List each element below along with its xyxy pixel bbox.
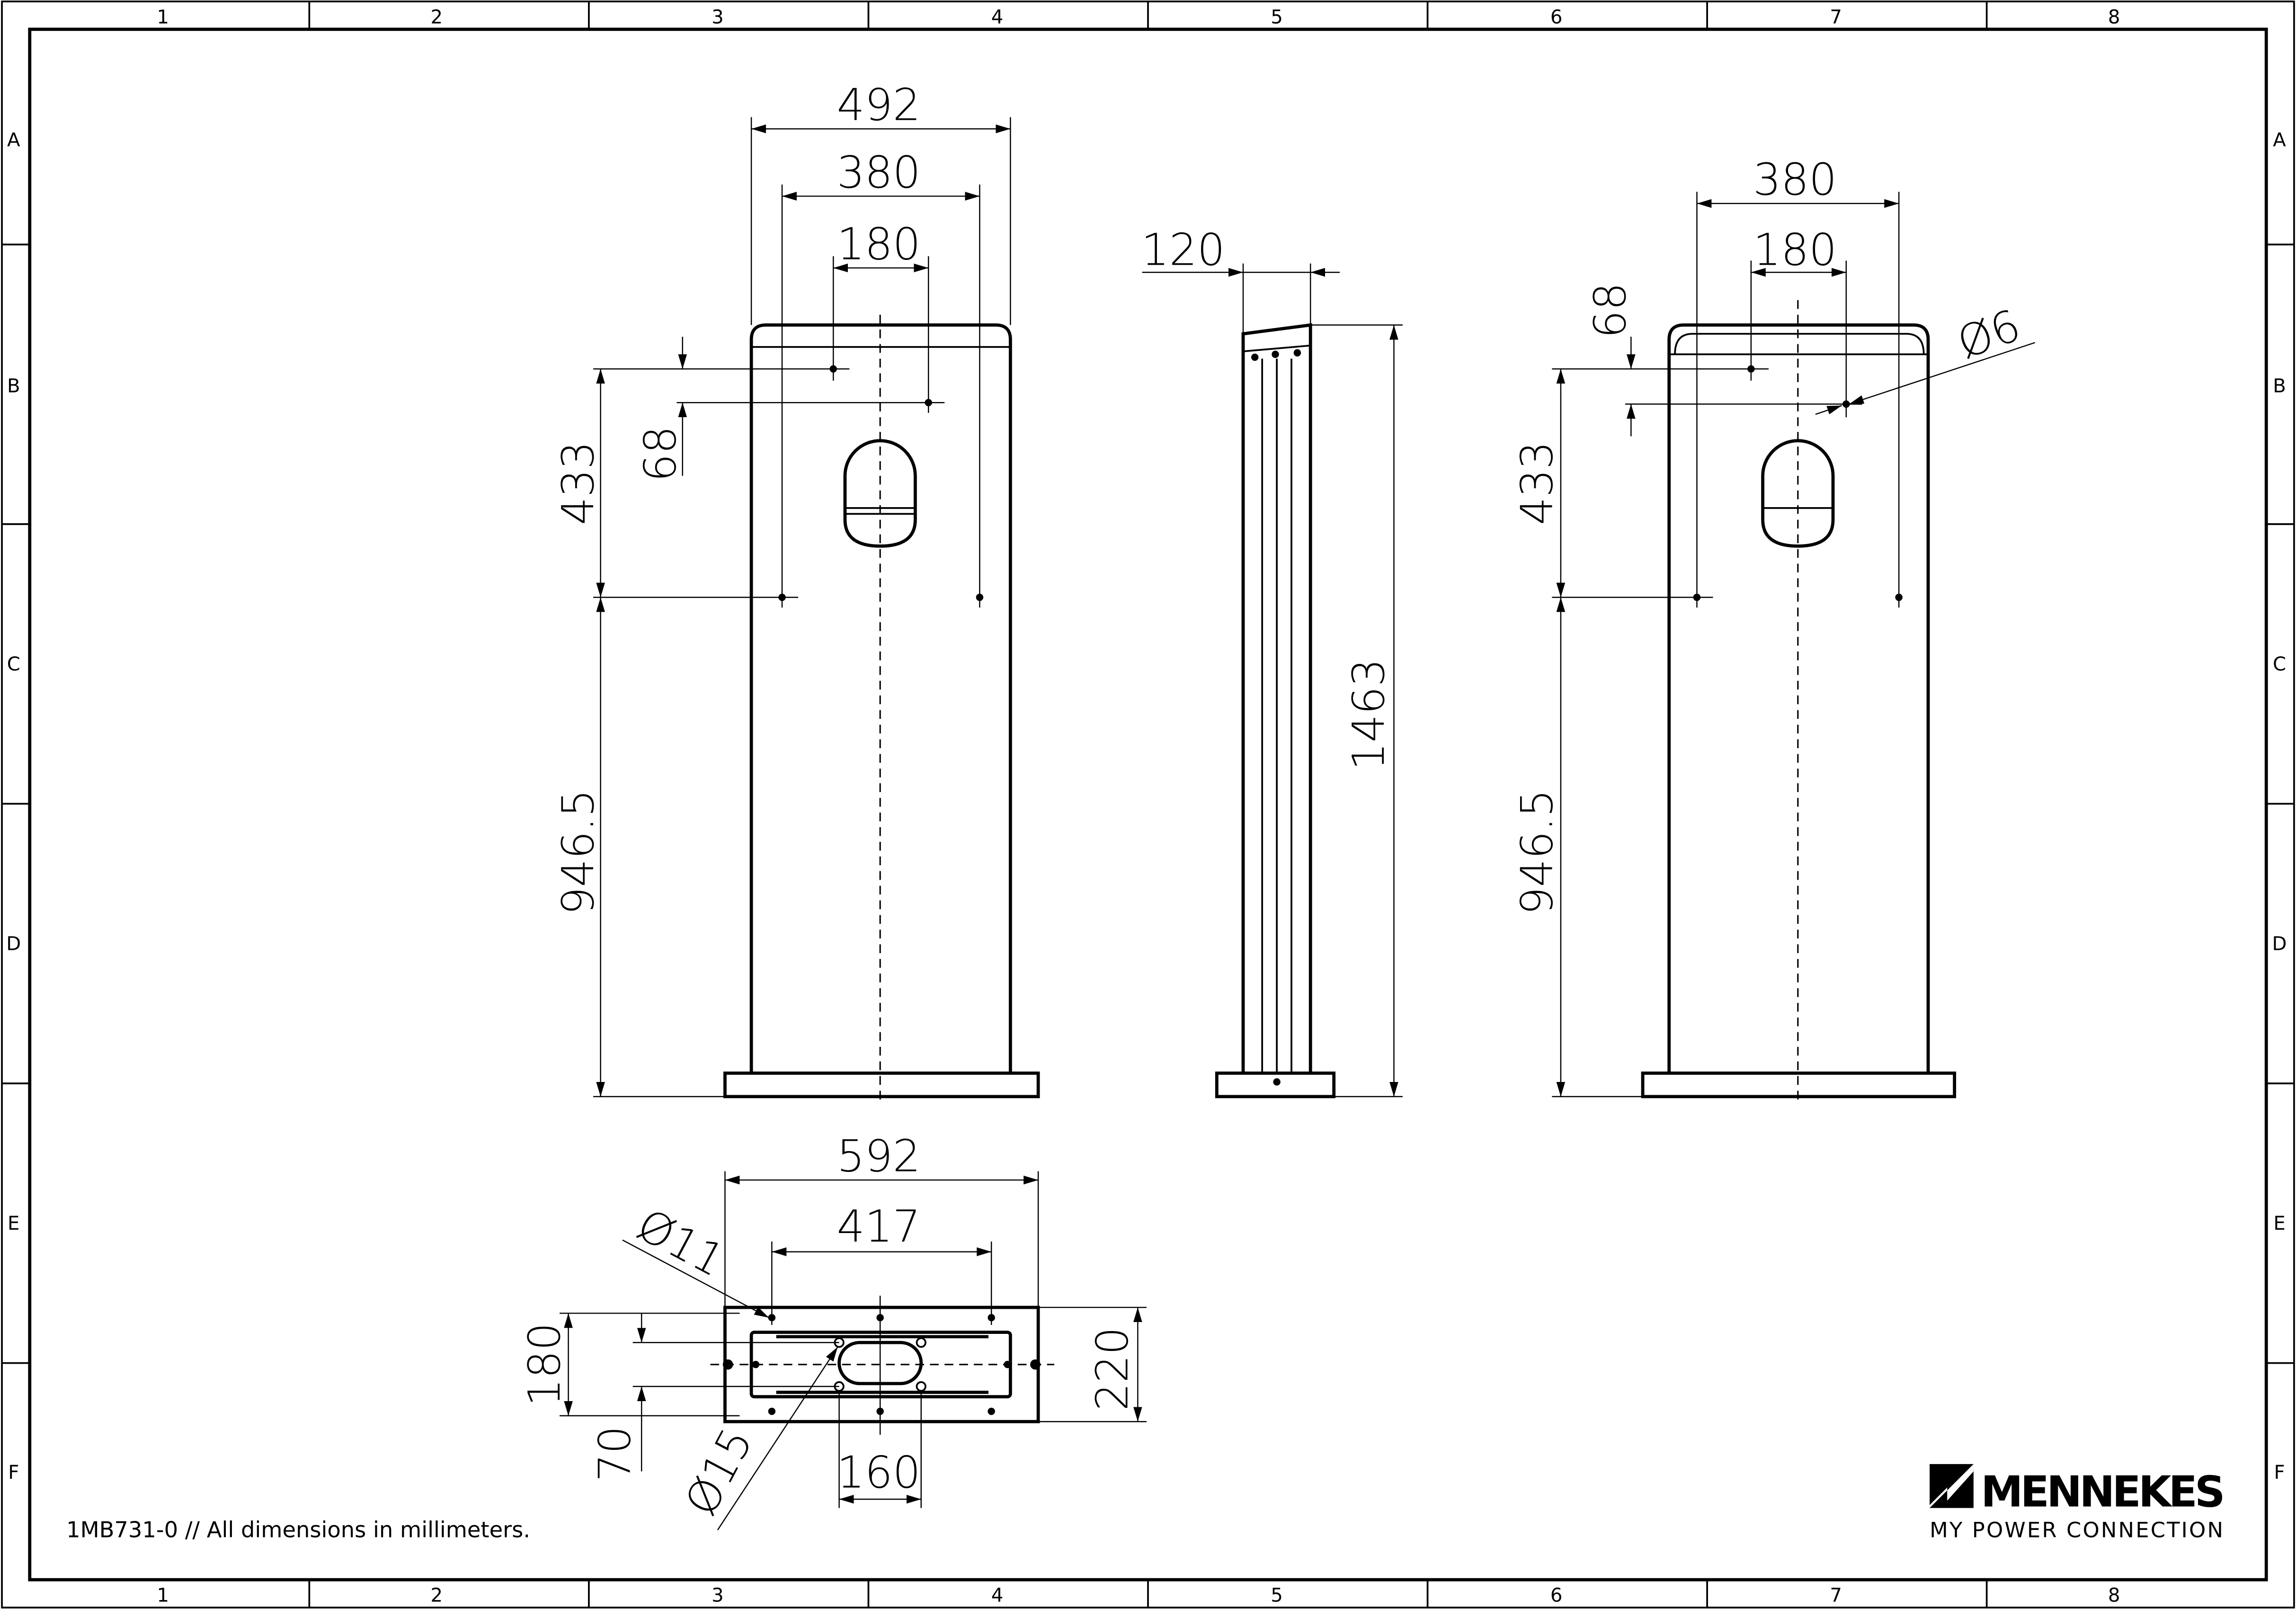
row-label: D <box>6 933 21 955</box>
dimension-380: 380 <box>1753 154 1837 205</box>
column-label: 4 <box>991 1585 1004 1607</box>
dimension-68: 68 <box>634 426 685 482</box>
column-label: 7 <box>1830 1585 1842 1607</box>
row-label: E <box>8 1213 19 1234</box>
column-label: 5 <box>1271 1585 1283 1607</box>
column-label: 2 <box>431 6 443 28</box>
drawing-note: 1MB731-0 // All dimensions in millimeter… <box>66 1517 530 1542</box>
dimension-180: 180 <box>837 218 921 269</box>
brand-tagline: MY POWER CONNECTION <box>1930 1517 2225 1542</box>
column-label: 1 <box>157 6 169 28</box>
dimension-1463: 1463 <box>1343 659 1394 770</box>
dimension-180: 180 <box>1753 224 1837 276</box>
mennekes-logo: MENNEKES MY POWER CONNECTION <box>1930 1464 2225 1542</box>
rear-view: 380 180 68 Ø6 433 946.5 <box>1511 154 2036 1106</box>
dimension-diameter-11: Ø11 <box>629 1199 733 1287</box>
front-view: 492 380 180 433 68 946.5 <box>552 80 1040 1106</box>
column-label: 6 <box>1550 1585 1563 1607</box>
column-label: 1 <box>157 1585 169 1607</box>
dimension-946-5: 946.5 <box>1511 789 1562 915</box>
dimension-160: 160 <box>837 1447 921 1498</box>
column-label: 4 <box>991 6 1004 28</box>
dimension-946-5: 946.5 <box>552 789 604 915</box>
base-view: 592 417 220 180 70 160 Ø11 Ø15 <box>519 1131 1147 1530</box>
row-label: D <box>2272 933 2287 955</box>
dimension-433: 433 <box>1511 441 1562 525</box>
dimension-433: 433 <box>552 441 604 525</box>
dimension-417: 417 <box>837 1201 921 1252</box>
dimension-diameter-15: Ø15 <box>675 1420 763 1523</box>
dimension-220: 220 <box>1087 1327 1138 1411</box>
dimension-120: 120 <box>1141 224 1225 276</box>
row-label: C <box>2273 653 2286 675</box>
dimension-592: 592 <box>837 1131 921 1182</box>
column-label: 6 <box>1550 6 1563 28</box>
row-label: F <box>8 1462 19 1484</box>
column-label: 8 <box>2108 1585 2120 1607</box>
dimension-492: 492 <box>837 80 921 131</box>
brand-name: MENNEKES <box>1981 1468 2225 1517</box>
row-label: E <box>2273 1213 2285 1234</box>
row-label: F <box>2274 1462 2285 1484</box>
column-label: 8 <box>2108 6 2120 28</box>
row-label: C <box>7 653 20 675</box>
row-label: B <box>7 375 20 397</box>
row-label: A <box>2273 129 2286 151</box>
dimension-68: 68 <box>1584 282 1636 338</box>
column-label: 3 <box>712 1585 724 1607</box>
column-label: 5 <box>1271 6 1283 28</box>
row-label: B <box>2273 375 2286 397</box>
dimension-380: 380 <box>837 147 921 198</box>
column-label: 7 <box>1830 6 1842 28</box>
dimension-70: 70 <box>589 1426 640 1482</box>
row-label: A <box>7 129 20 151</box>
dimension-180: 180 <box>519 1323 570 1406</box>
column-label: 3 <box>712 6 724 28</box>
side-view: 120 1463 <box>1141 224 1403 1099</box>
dimension-diameter-6: Ø6 <box>1951 299 2027 369</box>
column-label: 2 <box>431 1585 443 1607</box>
